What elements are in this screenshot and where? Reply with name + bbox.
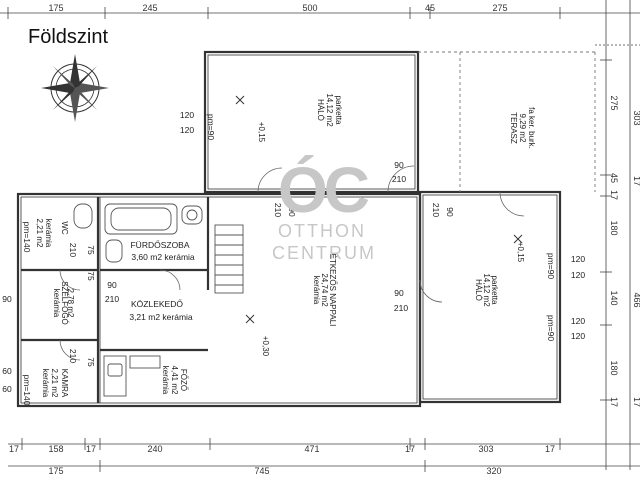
room-terasz-floor: fa ker. burk. bbox=[527, 107, 536, 149]
opening-pm90-r2: pm=90 bbox=[546, 315, 556, 341]
room-etkezo-name: ÉTKEZŐS NAPPALI bbox=[328, 254, 337, 327]
room-etkezo-area: 24,74 m2 bbox=[320, 273, 329, 307]
opening-210a: 210 bbox=[392, 174, 406, 184]
opening-60a: 60 bbox=[2, 366, 12, 376]
opening-120b: 120 bbox=[180, 125, 194, 135]
dim-top-500: 500 bbox=[302, 3, 317, 13]
opening-pm140a: pm=140 bbox=[22, 222, 32, 253]
dim-right-466: 466 bbox=[632, 292, 640, 307]
room-fozo-name: FŐZŐ bbox=[179, 369, 188, 391]
room-wc-area: 2,21 m2 bbox=[35, 219, 44, 248]
dim-right-180b: 180 bbox=[609, 360, 619, 375]
door-swings bbox=[59, 165, 525, 361]
opening-75c: 75 bbox=[86, 357, 96, 367]
opening-r120a: 120 bbox=[571, 254, 585, 264]
opening-r120d: 120 bbox=[571, 331, 585, 341]
room-kozlekedo-area: 3,21 m2 kerámia bbox=[129, 312, 193, 322]
room-fozo-floor: kerámia bbox=[161, 366, 170, 395]
room-wc-floor: kerámia bbox=[44, 219, 53, 248]
walls bbox=[16, 50, 562, 408]
room-halo-right-floor: parketta bbox=[490, 276, 499, 305]
room-halo-top-area: 14,12 m2 bbox=[325, 93, 334, 127]
room-szelfogo-floor: kerámia bbox=[52, 289, 61, 318]
opening-75a: 75 bbox=[86, 245, 96, 255]
dim-right-17b: 17 bbox=[609, 190, 619, 200]
fixtures bbox=[73, 203, 244, 397]
room-szelfogo-name: SZÉLFOGÓ bbox=[60, 281, 69, 325]
level-marker-icon bbox=[513, 234, 523, 244]
opening-210b: 210 bbox=[273, 203, 283, 217]
dim-bot2-175: 175 bbox=[48, 466, 63, 476]
room-halo-top-name: HÁLÓ bbox=[316, 99, 325, 121]
room-szelfogo-area: 2,78 m2 bbox=[66, 289, 75, 318]
room-halo-right-name: HÁLÓ bbox=[474, 279, 483, 301]
opening-210c: 210 bbox=[431, 203, 441, 217]
dim-bot-17a: 17 bbox=[9, 444, 19, 454]
opening-pm90-r1: pm=90 bbox=[546, 253, 556, 279]
room-halo-right-area: 14,12 m2 bbox=[482, 273, 491, 307]
room-etkezo-level: +0,30 bbox=[261, 336, 270, 357]
opening-90d: 90 bbox=[394, 288, 404, 298]
dim-right-180a: 180 bbox=[609, 220, 619, 235]
dim-top-245: 245 bbox=[142, 3, 157, 13]
opening-60b: 60 bbox=[2, 384, 12, 394]
level-marker-icon bbox=[245, 314, 255, 324]
opening-r120c: 120 bbox=[571, 316, 585, 326]
room-terasz-name: TERASZ bbox=[509, 112, 518, 144]
opening-pm140b: pm=140 bbox=[22, 375, 32, 406]
dim-bot2-320: 320 bbox=[486, 466, 501, 476]
terrace-outline bbox=[418, 51, 596, 192]
room-kamra-floor: kerámia bbox=[41, 369, 50, 398]
dim-bot-158: 158 bbox=[48, 444, 63, 454]
dim-top-45: 45 bbox=[425, 3, 435, 13]
opening-90e: 90 bbox=[107, 280, 117, 290]
compass-rose-icon bbox=[41, 54, 109, 122]
floor-title: Földszint bbox=[28, 26, 109, 48]
opening-90b: 90 bbox=[287, 207, 297, 217]
level-marker-icon bbox=[235, 95, 245, 105]
dim-bot-17d: 17 bbox=[545, 444, 555, 454]
opening-210f: 210 bbox=[105, 294, 119, 304]
dim-right-140: 140 bbox=[609, 290, 619, 305]
room-halo-top-level: +0,15 bbox=[257, 122, 266, 143]
room-etkezo-floor: kerámia bbox=[312, 276, 321, 305]
dim-right-45: 45 bbox=[609, 173, 619, 183]
room-kozlekedo-name: KÖZLEKEDŐ bbox=[131, 299, 183, 309]
opening-r120b: 120 bbox=[571, 270, 585, 280]
dim-right-17c: 17 bbox=[609, 397, 619, 407]
room-fozo-area: 4,41 m2 bbox=[170, 366, 179, 395]
dim-bot-240: 240 bbox=[147, 444, 162, 454]
room-terasz-area: 9,29 m2 bbox=[518, 114, 527, 143]
opening-90-left: 90 bbox=[2, 294, 12, 304]
dim-bot-17c: 17 bbox=[405, 444, 415, 454]
opening-75b: 75 bbox=[86, 271, 96, 281]
opening-210d: 210 bbox=[394, 303, 408, 313]
room-furdo-name: FÜRDŐSZOBA bbox=[130, 240, 189, 250]
opening-pm90-top: pm=90 bbox=[206, 114, 216, 140]
dim-top-275: 275 bbox=[492, 3, 507, 13]
dim-bot-17b: 17 bbox=[86, 444, 96, 454]
dim-right-303: 303 bbox=[632, 110, 640, 125]
dim-right-17a: 17 bbox=[632, 176, 640, 186]
room-furdo-area: 3,60 m2 kerámia bbox=[131, 252, 195, 262]
dim-top-175: 175 bbox=[48, 3, 63, 13]
dim-bot-471: 471 bbox=[304, 444, 319, 454]
room-halo-top-floor: parketta bbox=[334, 96, 343, 125]
dim-bot-303: 303 bbox=[478, 444, 493, 454]
dim-bot2-745: 745 bbox=[254, 466, 269, 476]
dim-right-17d: 17 bbox=[632, 397, 640, 407]
opening-90c: 90 bbox=[445, 207, 455, 217]
room-wc-name: WC bbox=[60, 221, 69, 235]
opening-120a: 120 bbox=[180, 110, 194, 120]
dim-right-275: 275 bbox=[609, 95, 619, 110]
room-kamra-name: KAMRA bbox=[60, 369, 69, 398]
room-kamra-area: 2,21 m2 bbox=[50, 369, 59, 398]
opening-90a: 90 bbox=[394, 160, 404, 170]
opening-210g: 210 bbox=[68, 349, 78, 363]
room-halo-right-level: +0,15 bbox=[516, 242, 525, 263]
opening-210e: 210 bbox=[68, 243, 78, 257]
